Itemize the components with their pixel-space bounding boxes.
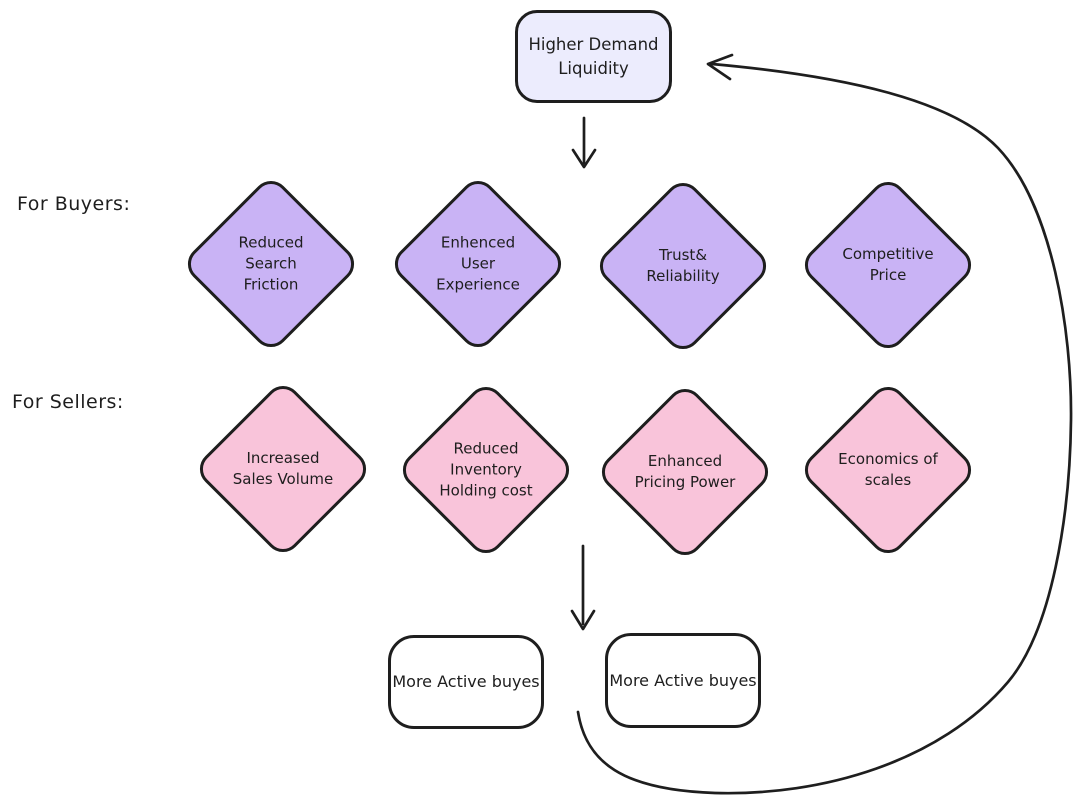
diamond-label: Competitive Price [842, 245, 934, 284]
diamond-label: Enhanced Pricing Power [634, 452, 736, 491]
diamond-label: Economics of scales [838, 450, 938, 489]
node-label: Higher Demand Liquidity [528, 34, 659, 78]
node-label: More Active buyes [609, 670, 757, 690]
arrowhead-top-to-buyers [571, 148, 597, 169]
node-more-active-buyes-right: More Active buyes [605, 633, 761, 728]
arrowhead-sellers-to-bottom [570, 609, 596, 631]
diamond-label: Reduced Search Friction [238, 233, 304, 294]
diamond-label: Enhenced User Experience [436, 233, 520, 294]
arrowhead-feedback-loop [706, 53, 734, 81]
label-for-buyers: For Buyers: [17, 193, 131, 215]
label-for-sellers: For Sellers: [12, 391, 124, 413]
node-label: More Active buyes [392, 672, 540, 692]
diamond-label: Increased Sales Volume [232, 449, 334, 488]
diamond-label: Trust& Reliability [646, 246, 720, 285]
node-higher-demand-liquidity: Higher Demand Liquidity [515, 10, 672, 103]
diamond-label: Reduced Inventory Holding cost [439, 439, 533, 500]
node-more-active-buyes-left: More Active buyes [388, 635, 544, 729]
